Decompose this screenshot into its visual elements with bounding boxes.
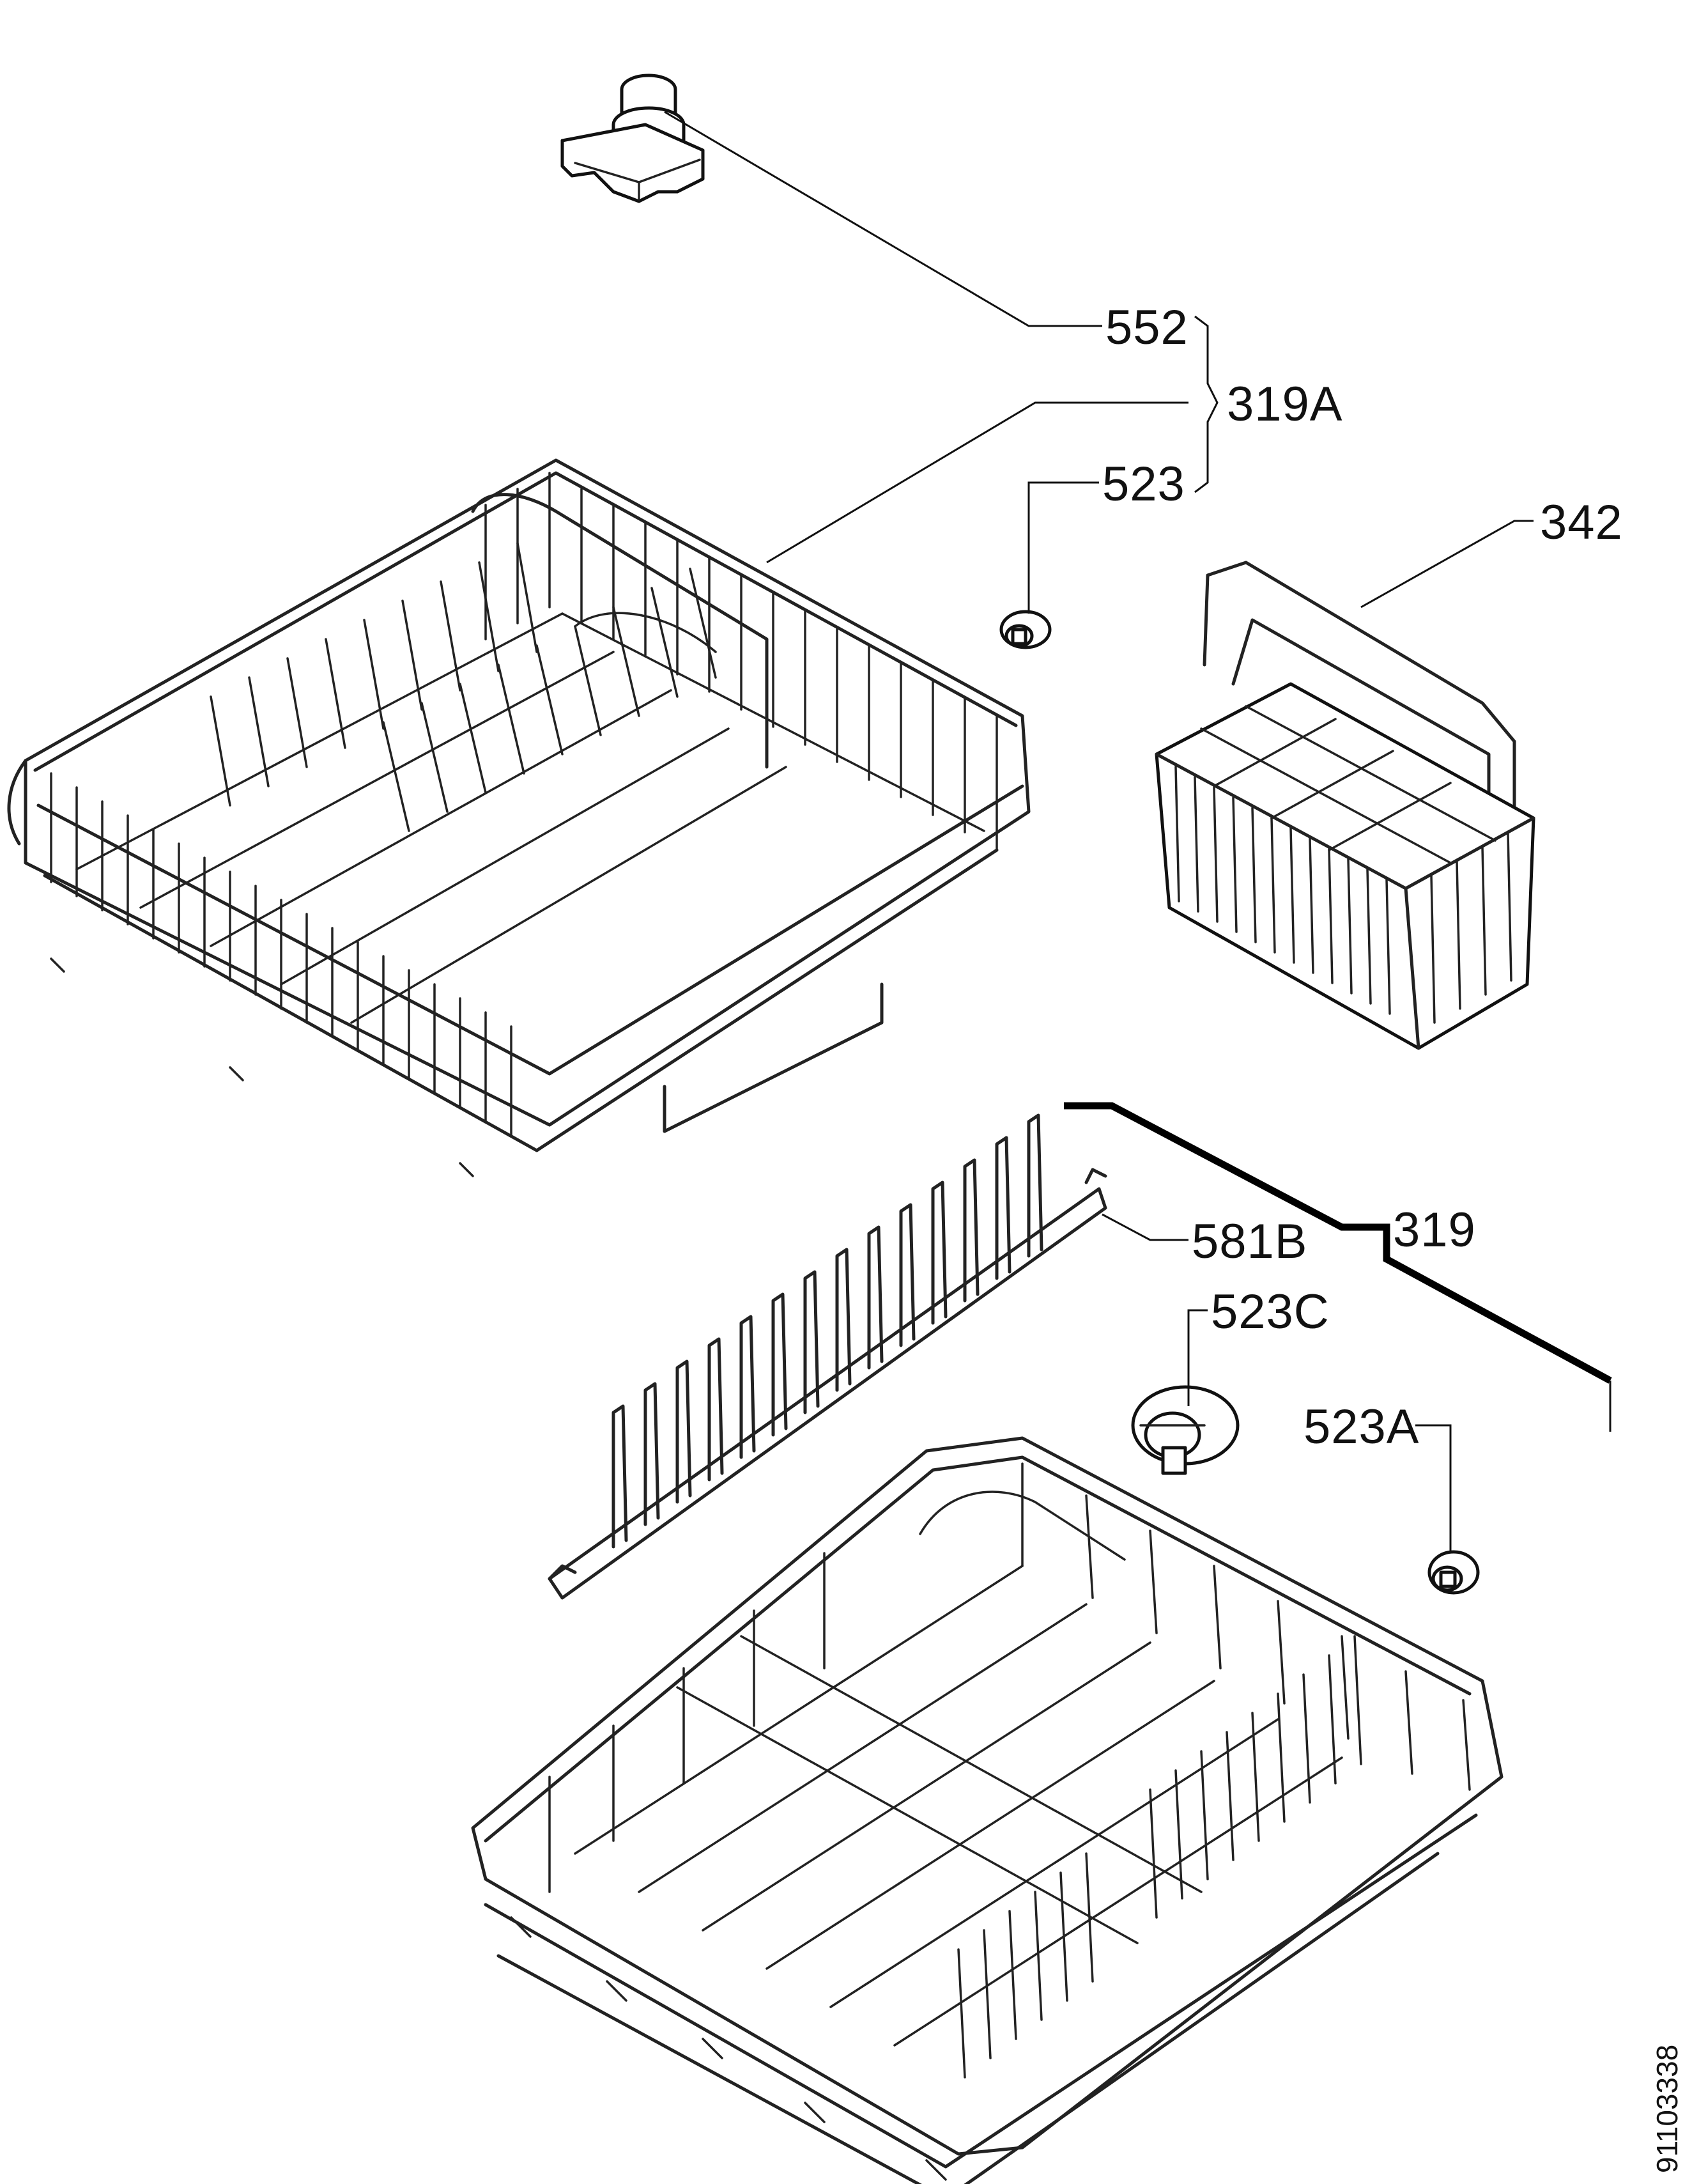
label-523a: 523A xyxy=(1304,1400,1420,1454)
lower-basket xyxy=(471,1436,1504,2184)
part-523c-wheel xyxy=(1131,1385,1240,1475)
part-342-cutlery-basket xyxy=(1155,561,1535,1050)
label-319: 319 xyxy=(1393,1203,1476,1257)
document-number: 91103338 xyxy=(1650,2045,1684,2173)
label-319a: 319A xyxy=(1227,377,1343,431)
upper-basket xyxy=(7,458,1031,1177)
label-342: 342 xyxy=(1540,495,1623,550)
part-523a-wheel xyxy=(1427,1550,1480,1595)
label-523c: 523C xyxy=(1211,1285,1330,1339)
label-581b: 581B xyxy=(1192,1214,1308,1269)
part-552-connector xyxy=(560,74,705,203)
label-523: 523 xyxy=(1102,457,1185,511)
leader-lines xyxy=(664,111,1612,1553)
part-523-wheel xyxy=(999,610,1052,649)
label-552: 552 xyxy=(1105,300,1188,355)
part-581b-tine-rack xyxy=(548,1113,1107,1600)
